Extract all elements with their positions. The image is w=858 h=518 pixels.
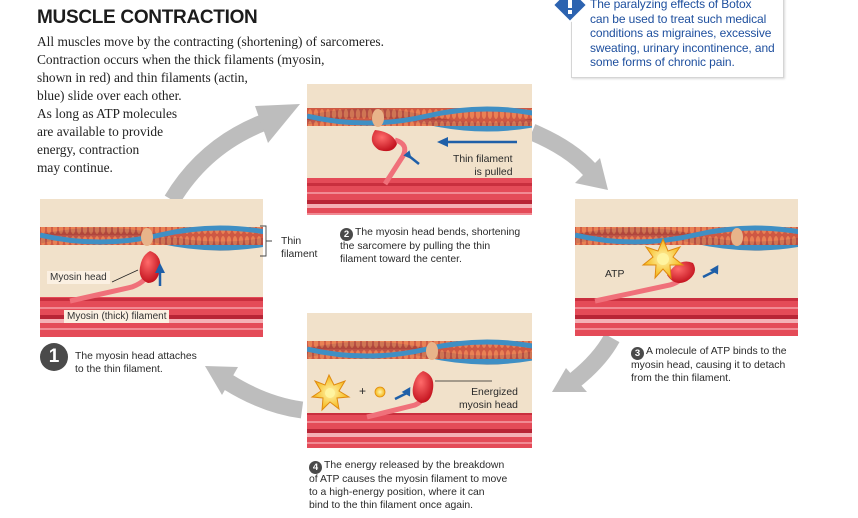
caption-line: to a high-energy position, where it can xyxy=(309,486,485,498)
caption-text: The energy released by the breakdown xyxy=(324,460,505,471)
caption-text: A molecule of ATP binds to the xyxy=(646,346,787,357)
step4-number: 4 xyxy=(309,461,322,474)
label-line: myosin head xyxy=(459,399,518,411)
cycle-arrowhead-2 xyxy=(575,158,608,190)
caption-line: from the thin filament. xyxy=(631,372,731,384)
label-line: Thin xyxy=(281,236,302,247)
cycle-arrow-3-to-4 xyxy=(569,333,620,387)
myosin-head xyxy=(371,130,397,152)
thin-filament xyxy=(307,339,532,365)
intro-line: Contraction occurs when the thick filame… xyxy=(37,52,325,67)
thick-filament xyxy=(307,413,532,448)
label-thick-filament: Myosin (thick) filament xyxy=(64,310,170,323)
thin-filament-bracket xyxy=(260,225,272,257)
botox-callout: The paralyzing effects of Botox can be u… xyxy=(571,0,784,78)
cycle-arrowhead-4 xyxy=(205,366,238,395)
motion-arrow xyxy=(709,265,719,275)
myosin-head xyxy=(667,261,695,283)
thick-filament xyxy=(575,298,798,336)
cycle-arrow-1-to-2 xyxy=(164,114,269,205)
label-line: filament xyxy=(281,248,318,260)
callout-line: can be used to treat such medical xyxy=(590,11,767,26)
myosin-head xyxy=(139,251,161,283)
energy-burst-icon xyxy=(310,373,351,412)
motion-arrow xyxy=(155,263,165,273)
label-atp: ATP xyxy=(605,269,625,280)
label-line: is pulled xyxy=(474,166,513,178)
motion-arrow xyxy=(401,387,411,397)
cycle-arrowhead-1 xyxy=(255,104,300,143)
caption-line: myosin head, causing it to detach xyxy=(631,360,786,371)
intro-line: are available to provide xyxy=(37,124,164,139)
label-energized-myosin-head: Energized myosin head xyxy=(459,387,518,412)
motion-arrow xyxy=(403,150,412,160)
cycle-arrowhead-3 xyxy=(552,368,587,392)
label-line: Energized xyxy=(471,387,518,398)
label-myosin-head: Myosin head xyxy=(47,271,110,284)
label-plus: + xyxy=(359,384,367,398)
caption-line: of ATP causes the myosin filament to mov… xyxy=(309,474,508,485)
callout-text: The paralyzing effects of Botox can be u… xyxy=(590,0,782,70)
step1-panel: Myosin head Myosin (thick) filament xyxy=(40,199,263,337)
callout-line: conditions as migraines, excessive xyxy=(590,26,772,41)
intro-line: energy, contraction xyxy=(37,142,140,157)
caption-line: The myosin head attaches xyxy=(75,351,197,362)
cycle-arrow-2-to-3 xyxy=(528,124,597,176)
thin-filament xyxy=(575,225,798,251)
intro-line: All muscles move by the contracting (sho… xyxy=(37,34,384,49)
thin-filament xyxy=(307,106,532,132)
caption-line: the sarcomere by pulling the thin xyxy=(340,241,491,252)
cycle-arrow-4-to-1 xyxy=(223,374,304,419)
myosin-head xyxy=(412,371,434,403)
caption-line: to the thin filament. xyxy=(75,363,163,375)
intro-line: may continue. xyxy=(37,160,113,175)
callout-line: sweating, urinary incontinence, and xyxy=(590,40,775,55)
intro-text: All muscles move by the contracting (sho… xyxy=(37,33,437,177)
phosphate-icon xyxy=(374,386,386,398)
page-title: MUSCLE CONTRACTION xyxy=(37,7,258,28)
myosin-neck xyxy=(382,137,408,186)
label-line: Thin filament xyxy=(453,154,513,165)
step3-panel: ATP xyxy=(575,199,798,336)
step3-number: 3 xyxy=(631,347,644,360)
intro-line: As long as ATP molecules xyxy=(37,106,178,121)
callout-line: some forms of chronic pain. xyxy=(590,55,735,70)
step2-number: 2 xyxy=(340,228,353,241)
caption-text: The myosin head bends, shortening xyxy=(355,227,521,238)
intro-line: shown in red) and thin filaments (actin, xyxy=(37,70,248,85)
step1-caption: The myosin head attaches to the thin fil… xyxy=(75,351,197,377)
pull-arrow xyxy=(437,137,448,147)
step1-number: 1 xyxy=(40,343,68,371)
step2-panel: Thin filament is pulled xyxy=(307,84,532,215)
label-thin-filament-pulled: Thin filament is pulled xyxy=(453,154,512,179)
callout-line: The paralyzing effects of Botox xyxy=(590,0,752,11)
intro-line: blue) slide over each other. xyxy=(37,88,182,103)
thin-filament xyxy=(40,225,263,251)
atp-burst-icon xyxy=(641,237,685,280)
label-thin-filament: Thin filament xyxy=(281,236,317,261)
caption-line: filament toward the center. xyxy=(340,253,462,265)
caption-line: bind to the thin filament once again. xyxy=(309,499,474,511)
thick-filament xyxy=(307,178,532,215)
step4-panel: + Energized myosin head xyxy=(307,313,532,448)
exclamation-icon xyxy=(553,0,587,22)
